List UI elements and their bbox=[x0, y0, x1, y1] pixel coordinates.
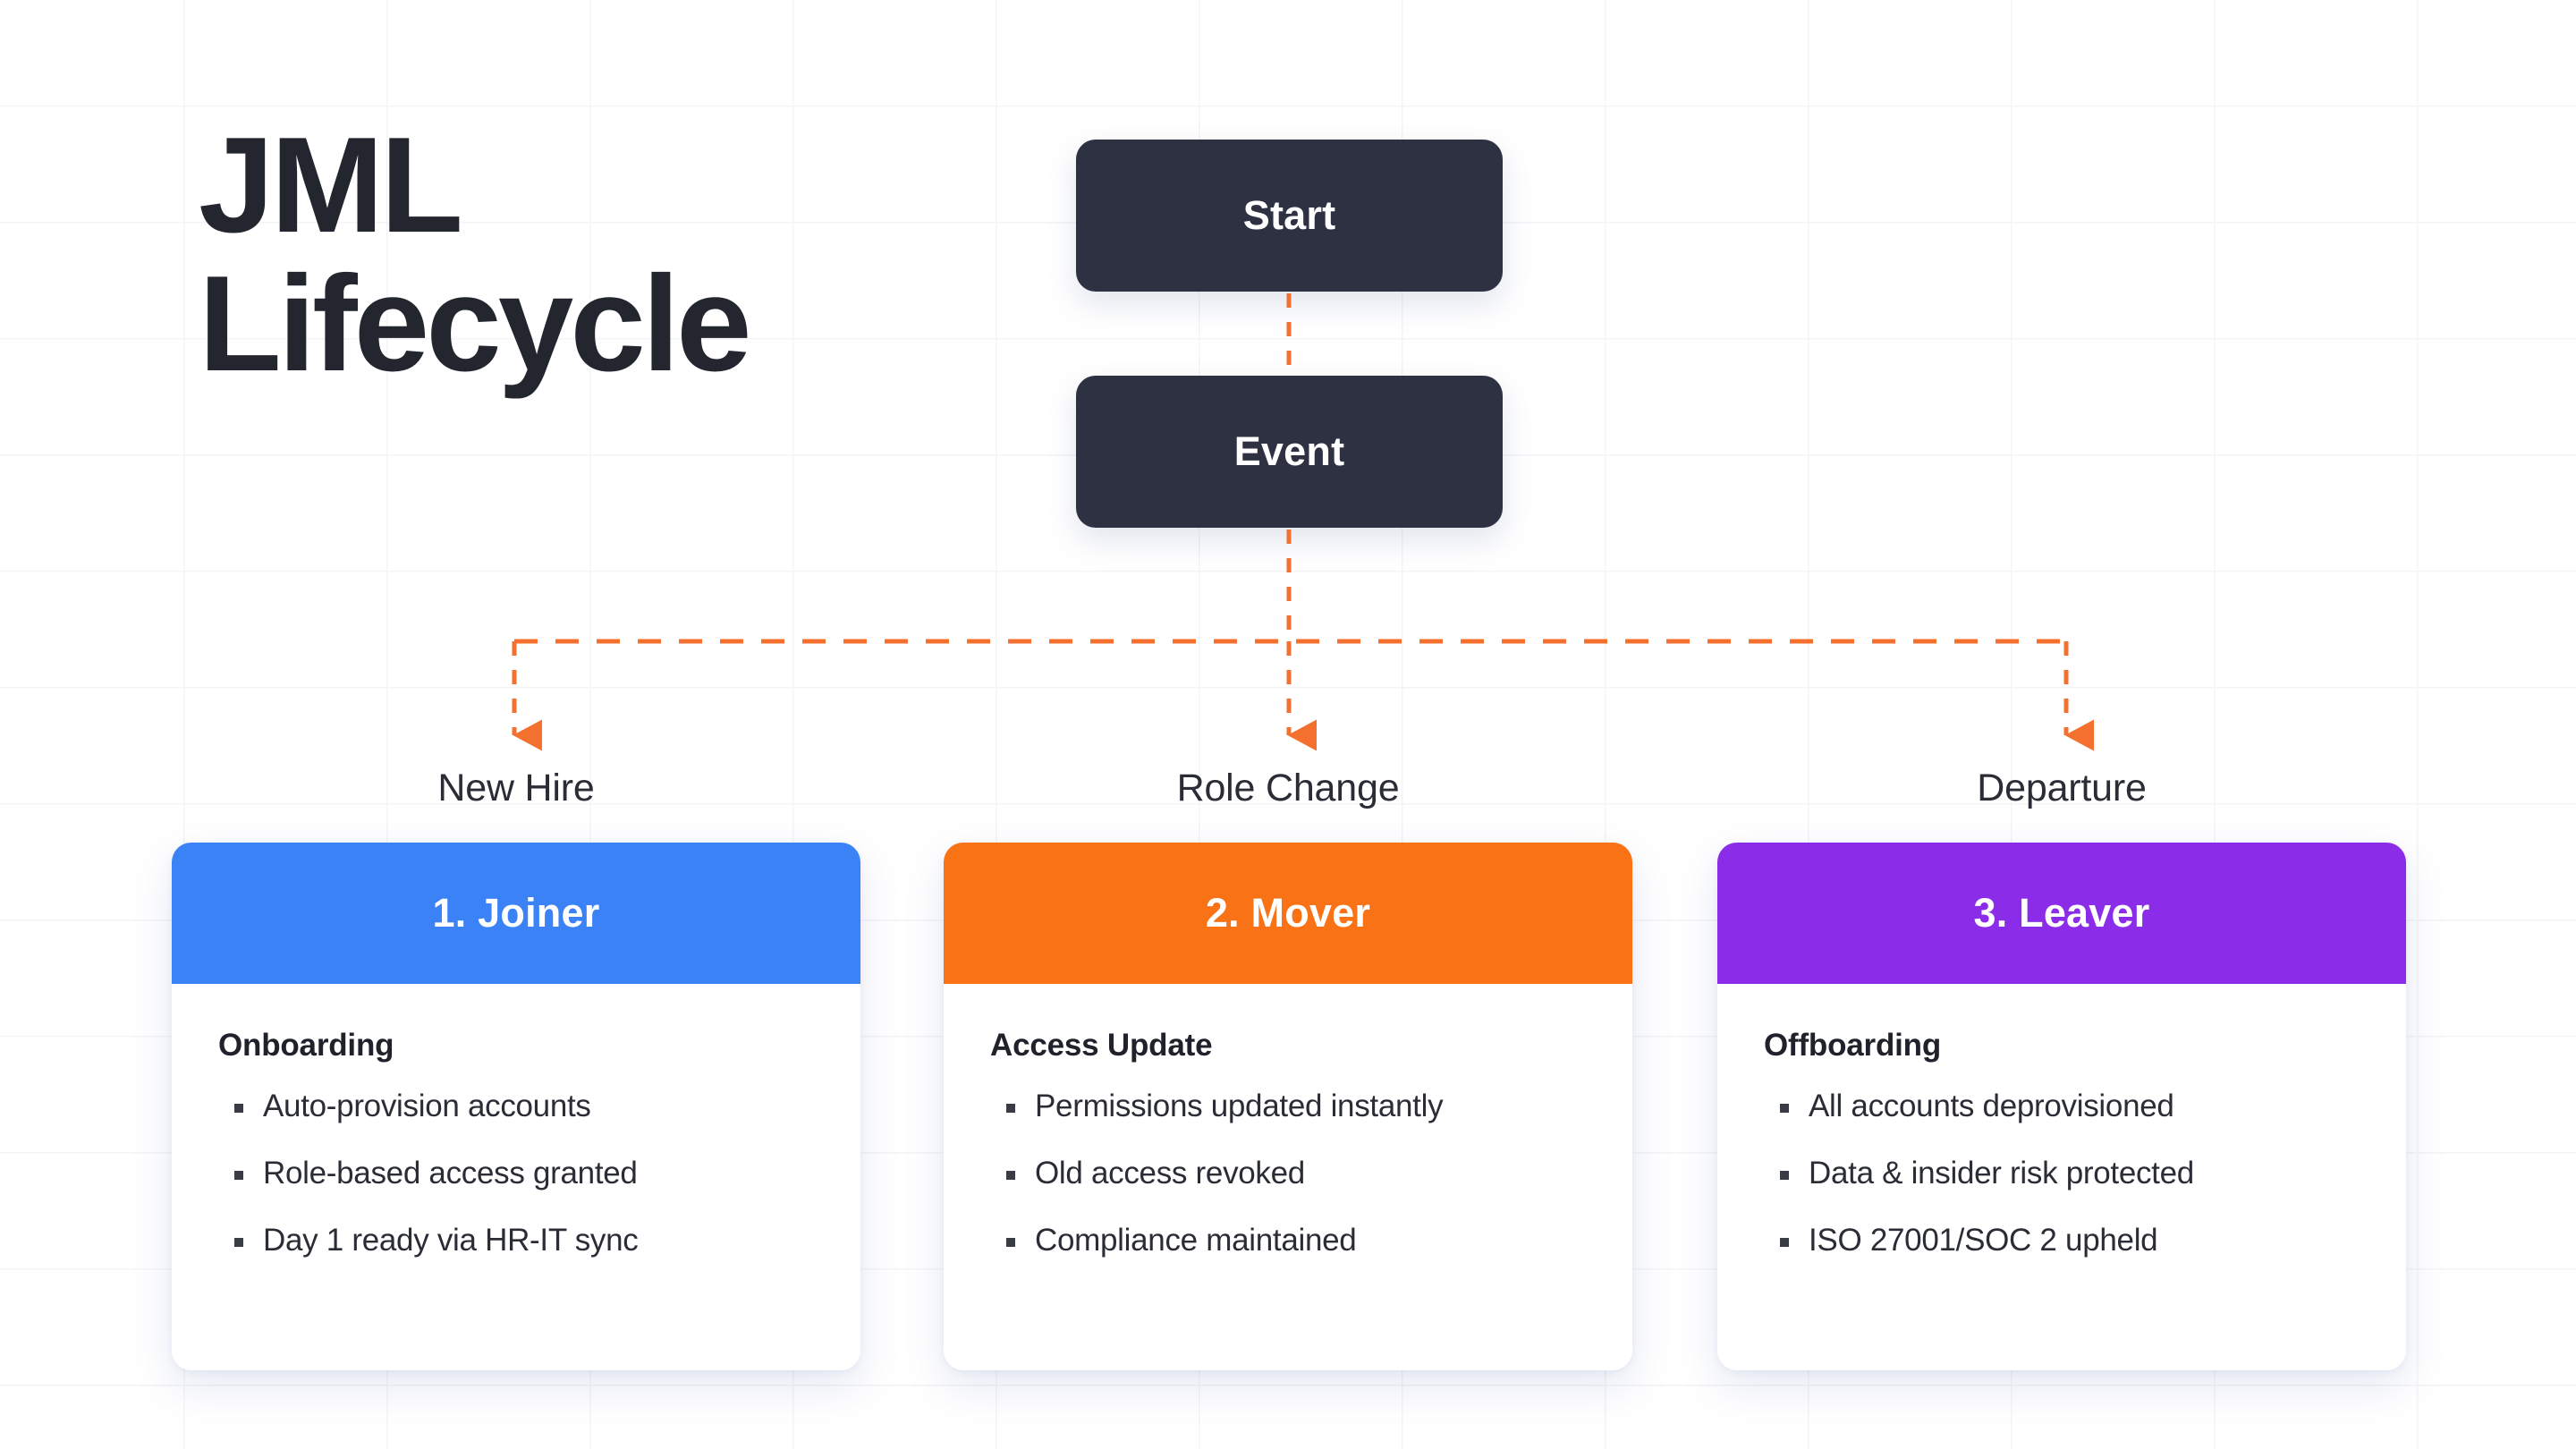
flow-node-event[interactable]: Event bbox=[1076, 376, 1503, 528]
stage-card-joiner[interactable]: 1. Joiner Onboarding Auto-provision acco… bbox=[172, 843, 860, 1370]
stage-card-bullet-list: Auto-provision accounts Role-based acces… bbox=[218, 1090, 860, 1256]
branch-label-role-change: Role Change bbox=[1176, 767, 1400, 809]
list-item: ISO 27001/SOC 2 upheld bbox=[1780, 1224, 2406, 1256]
page-title: JML Lifecycle bbox=[199, 109, 1004, 401]
stage-card-header: 3. Leaver bbox=[1717, 843, 2406, 984]
stage-card-mover[interactable]: 2. Mover Access Update Permissions updat… bbox=[944, 843, 1632, 1370]
branch-label-departure: Departure bbox=[1977, 767, 2147, 809]
list-item: Role-based access granted bbox=[234, 1157, 860, 1189]
list-item: Auto-provision accounts bbox=[234, 1090, 860, 1122]
list-item: Permissions updated instantly bbox=[1006, 1090, 1632, 1122]
list-item: Day 1 ready via HR-IT sync bbox=[234, 1224, 860, 1256]
flow-node-event-label: Event bbox=[1233, 428, 1345, 474]
stage-card-leaver[interactable]: 3. Leaver Offboarding All accounts depro… bbox=[1717, 843, 2406, 1370]
stage-card-body: Access Update Permissions updated instan… bbox=[944, 984, 1632, 1370]
branch-label-new-hire: New Hire bbox=[437, 767, 595, 809]
flow-node-start[interactable]: Start bbox=[1076, 140, 1503, 292]
stage-card-header: 2. Mover bbox=[944, 843, 1632, 984]
stage-card-subtitle: Onboarding bbox=[218, 1028, 394, 1063]
list-item: All accounts deprovisioned bbox=[1780, 1090, 2406, 1122]
flow-node-start-label: Start bbox=[1242, 192, 1336, 238]
stage-card-subtitle: Offboarding bbox=[1764, 1028, 1942, 1063]
stage-card-subtitle: Access Update bbox=[990, 1028, 1213, 1063]
stage-card-header: 1. Joiner bbox=[172, 843, 860, 984]
list-item: Old access revoked bbox=[1006, 1157, 1632, 1189]
list-item: Compliance maintained bbox=[1006, 1224, 1632, 1256]
list-item: Data & insider risk protected bbox=[1780, 1157, 2406, 1189]
page-title-line-1: JML bbox=[199, 109, 463, 261]
stage-card-body: Offboarding All accounts deprovisioned D… bbox=[1717, 984, 2406, 1370]
page-title-line-2: Lifecycle bbox=[199, 248, 752, 401]
stage-card-body: Onboarding Auto-provision accounts Role-… bbox=[172, 984, 860, 1370]
stage-card-bullet-list: All accounts deprovisioned Data & inside… bbox=[1764, 1090, 2406, 1256]
stage-card-bullet-list: Permissions updated instantly Old access… bbox=[990, 1090, 1632, 1256]
